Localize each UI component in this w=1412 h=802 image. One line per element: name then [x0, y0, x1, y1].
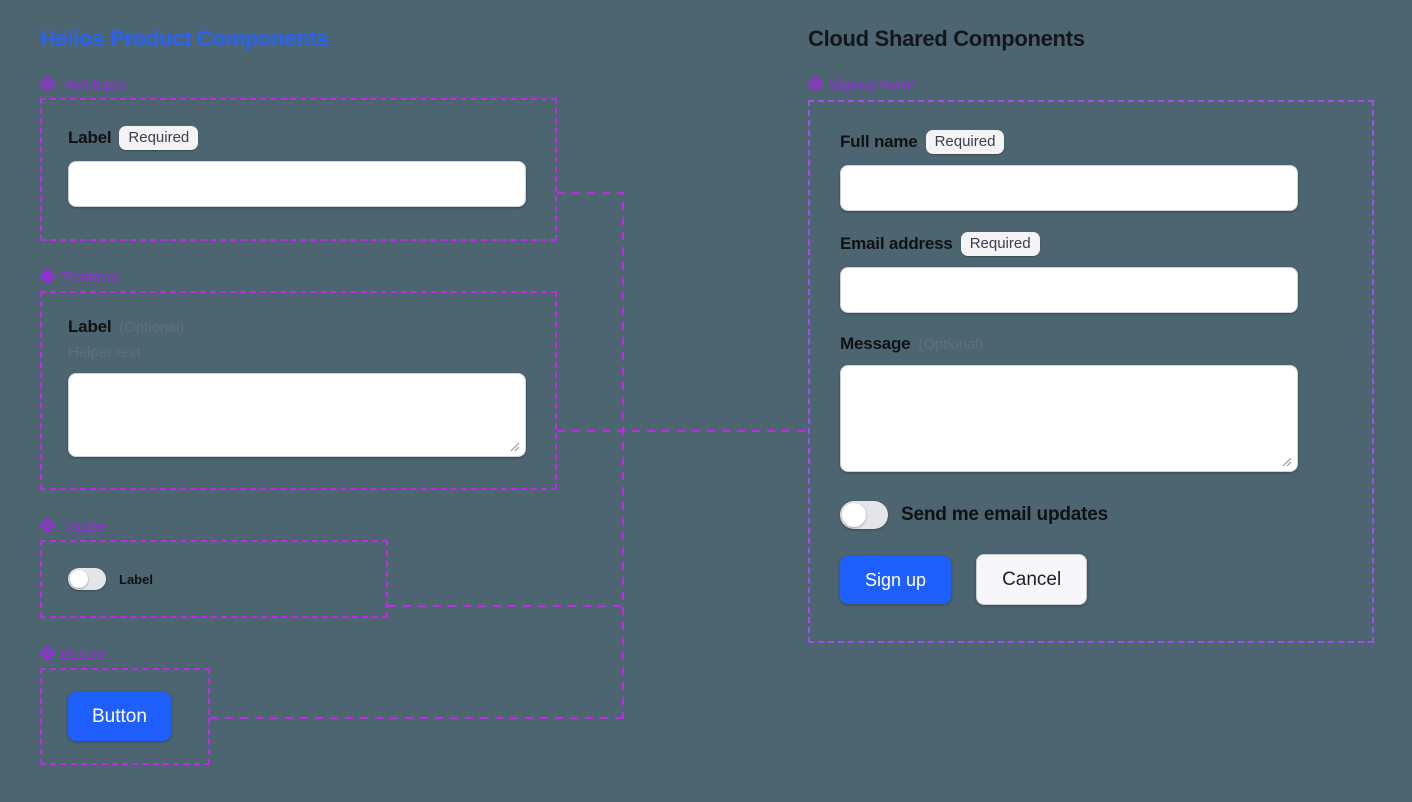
email-updates-toggle-row: Send me email updates — [840, 501, 1338, 529]
text-input-label: Label — [68, 128, 112, 147]
sign-up-button[interactable]: Sign up — [840, 555, 952, 604]
textarea-field[interactable] — [68, 373, 526, 457]
textarea-helper-text: Helper text — [68, 344, 141, 361]
toggle-knob — [70, 570, 88, 588]
components-diamond-icon — [40, 76, 55, 91]
signup-button-row: Sign up Cancel — [840, 554, 1338, 605]
right-panel: Cloud Shared Components Signup Form Full… — [808, 28, 1374, 643]
group-label-signup-form: Signup Form — [808, 76, 1374, 93]
group-label-text: Textarea — [61, 269, 119, 286]
message-textarea-wrapper — [840, 365, 1298, 472]
frame-toggle: Label — [40, 540, 388, 618]
components-diamond-icon — [40, 646, 55, 661]
group-label-text: Toggle — [61, 518, 106, 535]
email-label-row: Email address Required — [840, 232, 1338, 256]
email-updates-label: Send me email updates — [901, 504, 1108, 525]
group-label-textarea: Textarea — [40, 269, 660, 286]
frame-button: Button — [40, 668, 210, 765]
message-label-row: Message (Optional) — [840, 334, 1338, 354]
required-badge: Required — [960, 232, 1040, 256]
group-label-button: Button — [40, 646, 660, 663]
optional-tag: (Optional) — [918, 335, 984, 353]
components-diamond-icon — [40, 518, 55, 533]
signup-field-full-name: Full name Required — [840, 130, 1338, 211]
full-name-label: Full name — [840, 132, 918, 151]
email-input[interactable] — [840, 267, 1298, 313]
email-label: Email address — [840, 234, 953, 253]
signup-field-email: Email address Required — [840, 232, 1338, 313]
frame-text-input: Label Required — [40, 98, 557, 241]
toggle-row: Label — [68, 568, 360, 590]
frame-textarea: Label (Optional) Helper text — [40, 291, 557, 490]
left-panel: Helios Product Components Text Input Lab… — [40, 28, 660, 765]
full-name-label-row: Full name Required — [840, 130, 1338, 154]
cancel-button[interactable]: Cancel — [976, 554, 1088, 605]
textarea-wrapper — [68, 373, 526, 457]
message-label: Message — [840, 334, 911, 353]
group-label-text: Signup Form — [829, 76, 915, 93]
signup-field-message: Message (Optional) — [840, 334, 1338, 477]
message-textarea[interactable] — [840, 365, 1298, 472]
toggle-knob — [842, 503, 866, 527]
toggle-switch[interactable] — [68, 568, 106, 590]
group-label-text-input: Text Input — [40, 76, 660, 93]
email-updates-toggle[interactable] — [840, 501, 888, 529]
right-panel-title: Cloud Shared Components — [808, 26, 1085, 51]
frame-signup-form: Full name Required Email address Require… — [808, 100, 1374, 643]
required-badge: Required — [119, 126, 199, 150]
components-diamond-icon — [808, 76, 823, 91]
group-label-text: Text Input — [61, 76, 127, 93]
demo-button[interactable]: Button — [68, 692, 171, 741]
optional-tag: (Optional) — [119, 318, 185, 336]
components-diamond-icon — [40, 269, 55, 284]
full-name-input[interactable] — [840, 165, 1298, 211]
toggle-label: Label — [119, 571, 153, 587]
required-badge: Required — [925, 130, 1005, 154]
text-input-label-row: Label Required — [68, 126, 529, 150]
left-panel-title: Helios Product Components — [40, 26, 329, 51]
group-label-text: Button — [61, 646, 105, 663]
group-label-toggle: Toggle — [40, 518, 660, 535]
textarea-label: Label — [68, 317, 112, 336]
textarea-label-row: Label (Optional) — [68, 317, 529, 337]
text-input-field[interactable] — [68, 161, 526, 207]
